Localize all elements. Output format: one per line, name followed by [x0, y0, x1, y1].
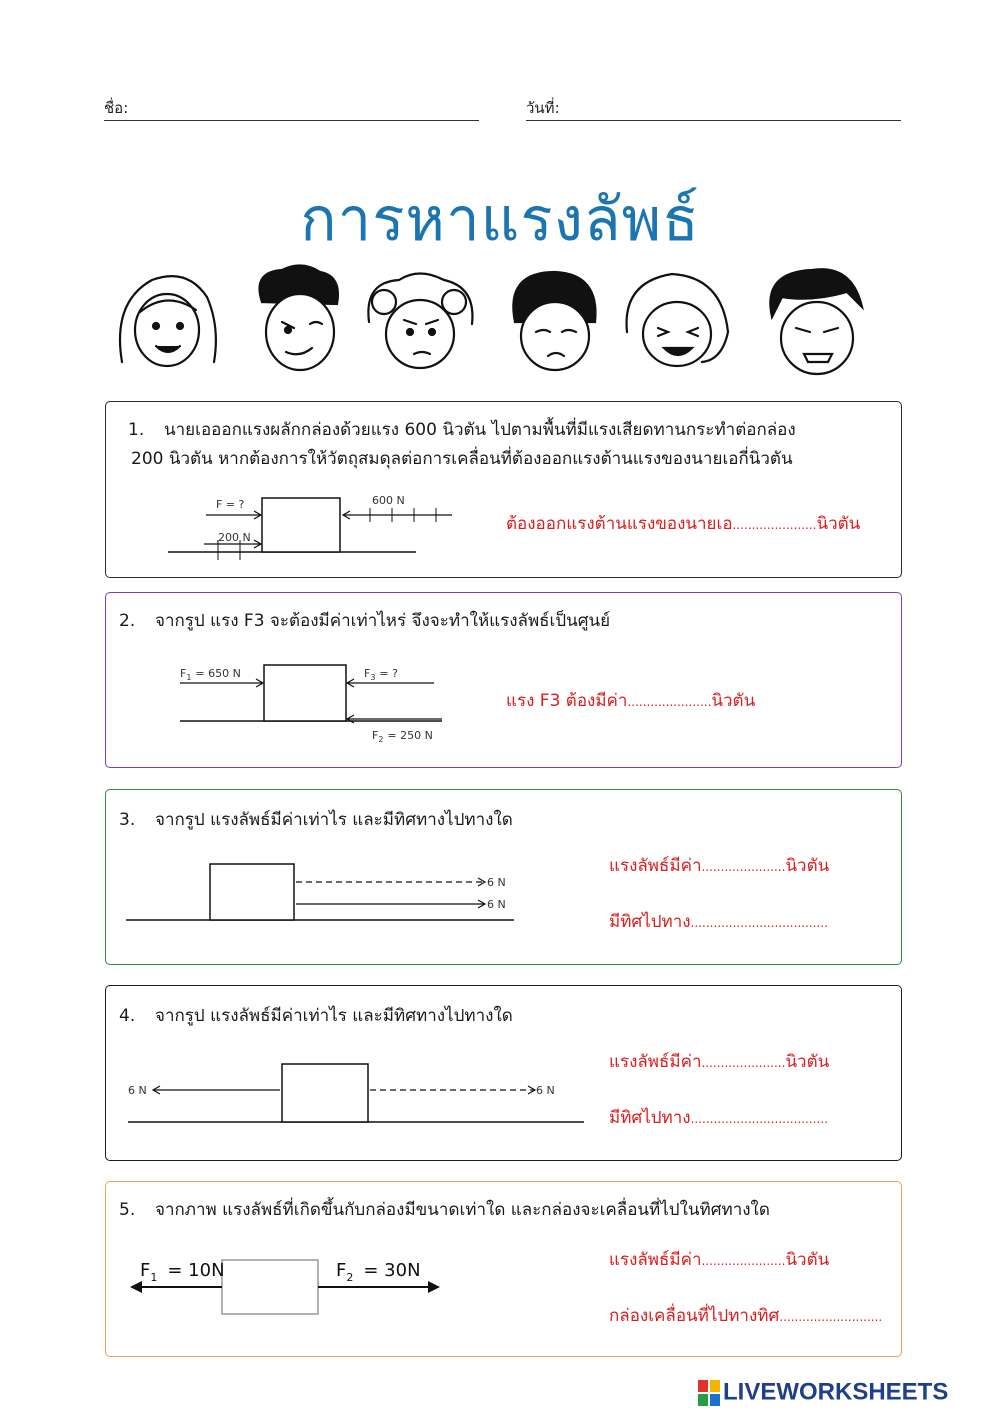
- box: [281, 1063, 369, 1123]
- question-card-5: 5. จากภาพ แรงลัพธ์ที่เกิดขึ้นกับกล่องมีขน…: [105, 1181, 902, 1357]
- answer-2-unit: นิวตัน: [711, 691, 756, 711]
- answer-4a: แรงลัพธ์มีค่า......................นิวตั…: [609, 1048, 829, 1075]
- boy-wink-face-icon: [258, 264, 339, 372]
- answer-5a-blank[interactable]: ......................: [701, 1254, 786, 1268]
- date-line[interactable]: [526, 120, 901, 121]
- force-f-label: F = ?: [216, 498, 245, 511]
- question-1-line2: 200 นิวตัน หากต้องการให้วัตถุสมดุลต่อการ…: [131, 449, 793, 469]
- force-f1-label: F1= 650 N: [180, 667, 241, 682]
- question-1-line1: 1. นายเอออกแรงผลักกล่องด้วยแรง 600 นิวตัน…: [128, 416, 796, 443]
- question-card-2: 2. จากรูป แรง F3 จะต้องมีค่าเท่าไหร่ จึงจ…: [105, 592, 902, 768]
- laughing-girl-face-icon: [625, 272, 730, 368]
- force-f3-label: F3= ?: [364, 667, 398, 682]
- question-3-line1: 3. จากรูป แรงลัพธ์มีค่าเท่าไร และมีทิศทาง…: [119, 806, 513, 833]
- answer-1-blank[interactable]: ......................: [732, 518, 817, 532]
- answer-1-unit: นิวตัน: [816, 514, 861, 534]
- answer-4b: มีทิศไปทาง..............................…: [609, 1104, 828, 1131]
- answer-2: แรง F3 ต้องมีค่า......................นิ…: [506, 687, 755, 714]
- grimace-boy-face-icon: [769, 268, 864, 376]
- girl-face-icon: [118, 275, 217, 368]
- force-right-label: 6 N: [536, 1084, 555, 1097]
- name-label: ชื่อ:: [104, 99, 129, 117]
- answer-3a-blank[interactable]: ......................: [701, 860, 786, 874]
- curly-hair-face-icon: [367, 272, 474, 370]
- question-5-line1: 5. จากภาพ แรงลัพธ์ที่เกิดขึ้นกับกล่องมีขน…: [119, 1196, 770, 1223]
- force-solid-label: 6 N: [487, 898, 506, 911]
- page-title: การหาแรงลัพธ์: [300, 185, 700, 255]
- friction-label: 200 N: [218, 531, 251, 544]
- force-f2-label: F2= 250 N: [372, 729, 433, 744]
- answer-2-prefix: แรง F3 ต้องมีค่า: [506, 691, 628, 711]
- answer-5a-unit: นิวตัน: [785, 1250, 830, 1270]
- watermark-text: LIVEWORKSHEETS: [723, 1378, 949, 1406]
- box: [209, 863, 295, 921]
- answer-3a: แรงลัพธ์มีค่า......................นิวตั…: [609, 852, 829, 879]
- question-card-3: 3. จากรูป แรงลัพธ์มีค่าเท่าไร และมีทิศทาง…: [105, 789, 902, 965]
- question-4-number: 4.: [119, 1006, 136, 1026]
- answer-1-prefix: ต้องออกแรงต้านแรงของนายเอ: [506, 514, 733, 534]
- force-dashed-label: 6 N: [487, 876, 506, 889]
- answer-5b: กล่องเคลื่อนที่ไปทางทิศ.................…: [609, 1302, 882, 1329]
- question-2-line1: 2. จากรูป แรง F3 จะต้องมีค่าเท่าไหร่ จึงจ…: [119, 607, 610, 634]
- answer-3b: มีทิศไปทาง..............................…: [609, 908, 828, 935]
- question-2-diagram: F1= 650 N F3= ? F2= 250 N: [180, 664, 442, 744]
- answer-5b-blank[interactable]: ...........................: [779, 1310, 883, 1324]
- date-label: วันที่:: [526, 99, 560, 117]
- answer-4b-blank[interactable]: ....................................: [690, 1112, 828, 1126]
- answer-5b-prefix: กล่องเคลื่อนที่ไปทางทิศ: [609, 1306, 780, 1326]
- force-left-label: 6 N: [128, 1084, 147, 1097]
- answer-3b-blank[interactable]: ....................................: [690, 916, 828, 930]
- force-f2-label: F2= 30N: [336, 1260, 421, 1284]
- answer-2-blank[interactable]: ......................: [627, 695, 712, 709]
- question-1-diagram: F = ? 600 N 200 N: [168, 494, 452, 560]
- answer-4a-blank[interactable]: ......................: [701, 1056, 786, 1070]
- sad-boy-face-icon: [512, 270, 597, 372]
- answer-5a-prefix: แรงลัพธ์มีค่า: [609, 1250, 702, 1270]
- answer-4b-prefix: มีทิศไปทาง: [609, 1108, 691, 1128]
- question-5-diagram: F1= 10N F2= 30N: [130, 1259, 440, 1315]
- question-3-text: จากรูป แรงลัพธ์มีค่าเท่าไร และมีทิศทางไป…: [155, 810, 513, 830]
- question-4-line1: 4. จากรูป แรงลัพธ์มีค่าเท่าไร และมีทิศทาง…: [119, 1002, 513, 1029]
- question-3-diagram: 6 N 6 N: [126, 863, 514, 921]
- box: [221, 1259, 319, 1315]
- question-1-text: นายเอออกแรงผลักกล่องด้วยแรง 600 นิวตัน ไ…: [164, 420, 796, 440]
- answer-4a-prefix: แรงลัพธ์มีค่า: [609, 1052, 702, 1072]
- question-4-diagram: 6 N 6 N: [128, 1063, 584, 1123]
- liveworksheets-logo-icon: [698, 1379, 720, 1406]
- box: [261, 497, 341, 553]
- question-card-4: 4. จากรูป แรงลัพธ์มีค่าเท่าไร และมีทิศทาง…: [105, 985, 902, 1161]
- liveworksheets-logo: LIVEWORKSHEETS: [698, 1378, 948, 1408]
- question-4-text: จากรูป แรงลัพธ์มีค่าเท่าไร และมีทิศทางไป…: [155, 1006, 513, 1026]
- faces-illustration: [118, 264, 864, 376]
- name-line[interactable]: [104, 120, 479, 121]
- answer-3a-prefix: แรงลัพธ์มีค่า: [609, 856, 702, 876]
- answer-3b-prefix: มีทิศไปทาง: [609, 912, 691, 932]
- answer-4a-unit: นิวตัน: [785, 1052, 830, 1072]
- question-3-number: 3.: [119, 810, 136, 830]
- question-1-number: 1.: [128, 420, 145, 440]
- box: [263, 664, 347, 722]
- question-2-text: จากรูป แรง F3 จะต้องมีค่าเท่าไหร่ จึงจะท…: [155, 611, 611, 631]
- answer-1: ต้องออกแรงต้านแรงของนายเอ...............…: [506, 510, 860, 537]
- question-2-number: 2.: [119, 611, 136, 631]
- force-f1-label: F1= 10N: [140, 1260, 225, 1284]
- question-5-text: จากภาพ แรงลัพธ์ที่เกิดขึ้นกับกล่องมีขนาด…: [155, 1200, 770, 1220]
- answer-3a-unit: นิวตัน: [785, 856, 830, 876]
- question-card-1: 1. นายเอออกแรงผลักกล่องด้วยแรง 600 นิวตัน…: [105, 401, 902, 578]
- question-5-number: 5.: [119, 1200, 136, 1220]
- push-label: 600 N: [372, 494, 405, 507]
- answer-5a: แรงลัพธ์มีค่า......................นิวตั…: [609, 1246, 829, 1273]
